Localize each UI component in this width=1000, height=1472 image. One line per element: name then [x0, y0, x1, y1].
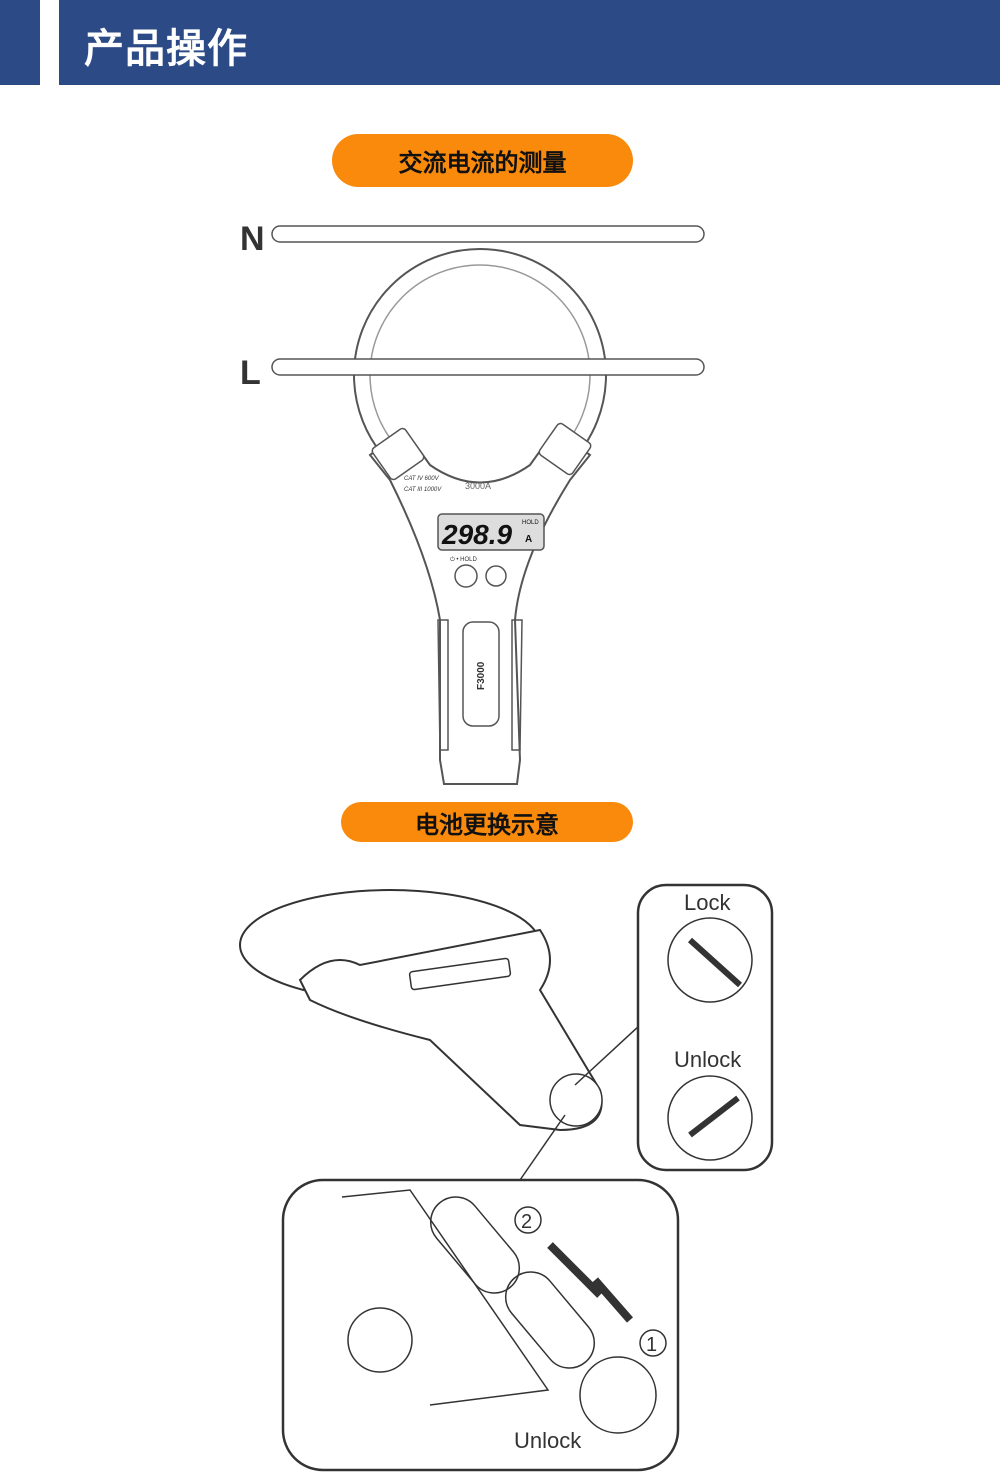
cap-slot-unlocked	[688, 1095, 740, 1138]
step-2-label: 2	[521, 1211, 532, 1233]
unlock-label: Unlock	[674, 1047, 742, 1072]
unlock-label-bottom: Unlock	[514, 1428, 582, 1453]
range-label: 3000A	[465, 481, 491, 491]
button-label: ⏻ • HOLD	[450, 556, 478, 563]
page-title: 产品操作	[84, 26, 248, 72]
grip-left	[437, 619, 449, 751]
header-bar: 产品操作	[59, 0, 1000, 85]
section-label: 交流电流的测量	[398, 149, 567, 177]
cap-slot-locked	[687, 937, 743, 988]
battery-cap	[549, 1073, 603, 1127]
lcd-reading: 298.9	[441, 519, 512, 550]
section-label: 电池更换示意	[415, 810, 559, 839]
cat-rating-1: CAT IV 600V	[404, 476, 440, 482]
direction-arrows	[547, 1242, 634, 1323]
coil-connector-left	[371, 427, 425, 481]
live-wire	[271, 358, 705, 376]
lcd-hold: HOLD	[522, 520, 539, 526]
callout-line	[519, 1114, 566, 1181]
cap-unlocked	[667, 1075, 753, 1161]
section-title-battery-replacement: 电池更换示意	[341, 802, 633, 842]
callout-line	[574, 1024, 641, 1086]
lcd-display	[437, 513, 545, 551]
lock-label: Lock	[684, 890, 731, 915]
grip-label-panel	[462, 621, 500, 727]
battery-detail-panel	[281, 1178, 680, 1472]
step-1-badge	[639, 1329, 667, 1357]
cat-rating-2: CAT III 1000V	[404, 487, 442, 493]
step-2-badge	[514, 1206, 542, 1234]
battery-replacement-diagram: Lock Unlock 2 1 Unlock	[239, 883, 774, 1472]
current-measurement-diagram: N L CAT IV 600V CAT III 1000V 3000A 298.…	[240, 220, 705, 785]
backlight-button	[485, 565, 507, 587]
grip-right	[511, 619, 523, 751]
coil-connector-right	[538, 422, 592, 476]
lock-detail-panel	[636, 883, 774, 1172]
section-title-ac-measurement: 交流电流的测量	[332, 134, 633, 187]
cap-locked	[667, 917, 753, 1003]
display-3d	[408, 957, 512, 991]
wire-l-label: L	[240, 354, 261, 392]
cap-socket	[347, 1307, 413, 1373]
battery-compartment	[341, 1189, 550, 1406]
lcd-unit: A	[525, 534, 532, 545]
wire-n-label: N	[240, 220, 265, 258]
header-accent	[0, 0, 40, 85]
battery-cap-removed	[579, 1356, 657, 1434]
battery-2	[504, 1271, 596, 1369]
battery-1	[429, 1196, 521, 1294]
power-hold-button	[454, 564, 478, 588]
model-label: F3000	[476, 661, 487, 690]
neutral-wire	[271, 225, 705, 243]
step-1-label: 1	[646, 1334, 657, 1356]
